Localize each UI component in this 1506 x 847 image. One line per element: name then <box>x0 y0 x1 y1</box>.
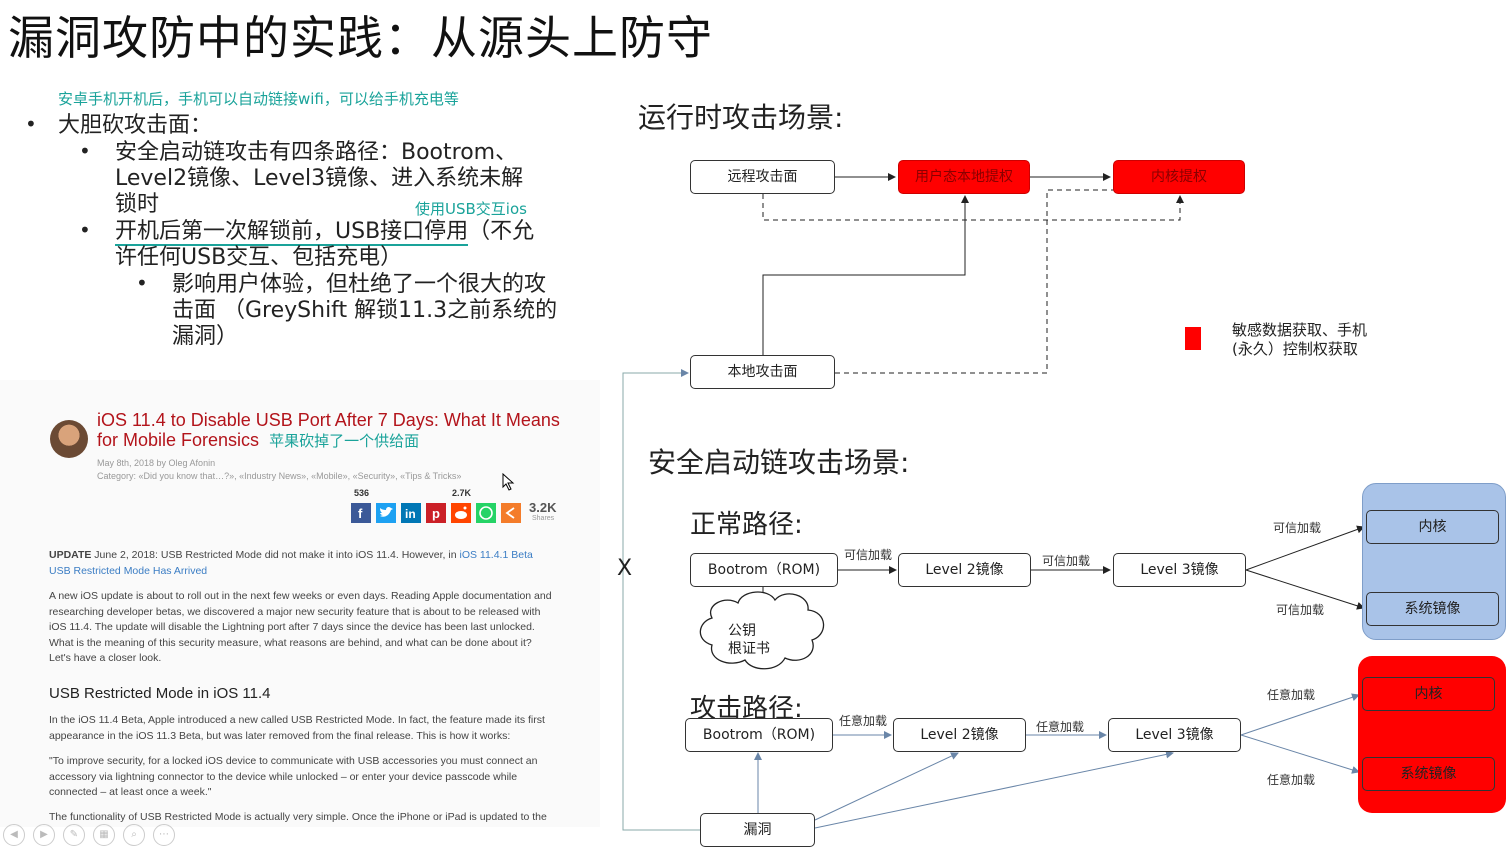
legend-text: 敏感数据获取、手机 (永久）控制权获取 <box>1232 321 1368 358</box>
any-load-label: 任意加载 <box>1267 773 1316 787</box>
trusted-load-label: 可信加载 <box>1273 521 1322 535</box>
facebook-count: 536 <box>354 488 370 498</box>
any-load-label: 任意加载 <box>1267 688 1316 702</box>
pinterest-share-icon[interactable]: p <box>426 503 446 523</box>
mouse-cursor-icon <box>502 473 515 491</box>
total-shares: 3.2K <box>529 500 557 515</box>
local-attack-surface-box: 本地攻击面 <box>690 355 835 389</box>
level3-normal-box: Level 3镜像 <box>1113 553 1246 587</box>
linkedin-share-icon[interactable]: in <box>401 503 421 523</box>
kernel-priv-escalation-box: 内核提权 <box>1113 160 1245 194</box>
kernel-attack-box: 内核 <box>1362 677 1495 711</box>
article-paragraph-1: A new iOS update is about to roll out in… <box>49 590 552 664</box>
article-title[interactable]: iOS 11.4 to Disable USB Port After 7 Day… <box>97 410 560 450</box>
article-annotation: 苹果砍掉了一个供给面 <box>269 433 420 450</box>
vulnerability-box: 漏洞 <box>700 813 815 847</box>
bootrom-normal-box: Bootrom（ROM) <box>690 553 838 587</box>
bullet-user-experience: • 影响用户体验，但杜绝了一个很大的攻击面 （GreyShift 解锁11.3之… <box>136 271 558 349</box>
note-usb: 使用USB交互ios <box>415 200 527 218</box>
svg-text:in: in <box>405 507 416 521</box>
zoom-icon[interactable]: ⌕ <box>123 824 145 846</box>
twitter-share-icon[interactable] <box>376 503 396 523</box>
article-byline: May 8th, 2018 by Oleg Afonin <box>97 458 216 468</box>
article-screenshot <box>0 380 600 827</box>
svg-text:f: f <box>358 506 363 521</box>
any-load-label: 任意加载 <box>1036 720 1085 734</box>
secure-boot-title: 安全启动链攻击场景: <box>648 446 910 479</box>
bullet-dot: • <box>136 271 148 295</box>
pen-icon[interactable]: ✎ <box>63 824 85 846</box>
article-paragraph-3: "To improve security, for a locked iOS d… <box>49 755 538 798</box>
more-options-icon[interactable]: ⋯ <box>153 824 175 846</box>
normal-path-label: 正常路径: <box>690 510 803 540</box>
trusted-load-label: 可信加载 <box>1042 554 1091 568</box>
cloud-shape <box>699 591 825 670</box>
next-slide-icon[interactable]: ▶ <box>33 824 55 846</box>
article-category[interactable]: Category: «Did you know that…?», «Indust… <box>97 471 462 481</box>
bullet-dot: • <box>25 112 37 136</box>
article-paragraph-4: The functionality of USB Restricted Mode… <box>49 811 547 823</box>
update-link[interactable]: iOS 11.4.1 Beta USB Restricted Mode Has … <box>49 549 533 577</box>
article-heading: USB Restricted Mode in iOS 11.4 <box>49 685 271 702</box>
bullet-attack-surface: • 大胆砍攻击面： <box>25 112 213 138</box>
any-load-label: 任意加载 <box>839 714 888 728</box>
x-mark: X <box>617 556 633 581</box>
article-paragraph-2: In the iOS 11.4 Beta, Apple introduced a… <box>49 714 545 742</box>
system-image-attack-box: 系统镜像 <box>1362 757 1495 791</box>
note-android: 安卓手机开机后，手机可以自动链接wifi，可以给手机充电等 <box>58 90 459 108</box>
system-image-normal-box: 系统镜像 <box>1366 592 1499 626</box>
slides-grid-icon[interactable]: ▦ <box>93 824 115 846</box>
level2-normal-box: Level 2镜像 <box>898 553 1031 587</box>
bullet-usb-disable: • 开机后第一次解锁前，USB接口停用（不允许任何USB交互、包括充电） <box>79 218 535 270</box>
runtime-title: 运行时攻击场景: <box>638 101 844 134</box>
trusted-load-label: 可信加载 <box>844 548 893 562</box>
pubkey-cloud-label: 公钥 根证书 <box>728 623 770 657</box>
update-paragraph: UPDATE June 2, 2018: USB Restricted Mode… <box>49 549 533 577</box>
whatsapp-share-icon[interactable] <box>476 503 496 523</box>
legend-red-square <box>1185 327 1201 350</box>
pinterest-count: 2.7K <box>452 488 472 498</box>
svg-text:p: p <box>432 506 440 521</box>
user-priv-escalation-box: 用户态本地提权 <box>898 160 1030 194</box>
prev-slide-icon[interactable]: ◀ <box>3 824 25 846</box>
bootrom-attack-box: Bootrom（ROM) <box>685 718 833 752</box>
bullet-dot: • <box>79 218 91 242</box>
reddit-share-icon[interactable] <box>451 503 471 523</box>
bullet-dot: • <box>79 139 91 163</box>
kernel-normal-box: 内核 <box>1366 510 1499 544</box>
author-avatar <box>50 420 88 458</box>
level3-attack-box: Level 3镜像 <box>1108 718 1241 752</box>
shares-label: Shares <box>532 515 555 522</box>
trusted-load-label: 可信加载 <box>1276 603 1325 617</box>
more-share-icon[interactable] <box>501 503 521 523</box>
facebook-share-icon[interactable]: f <box>351 503 371 523</box>
level2-attack-box: Level 2镜像 <box>893 718 1026 752</box>
bullet-secure-boot: • 安全启动链攻击有四条路径：Bootrom、Level2镜像、Level3镜像… <box>79 139 524 217</box>
slide-title: 漏洞攻防中的实践：从源头上防守 <box>8 11 713 65</box>
remote-attack-surface-box: 远程攻击面 <box>690 160 835 194</box>
